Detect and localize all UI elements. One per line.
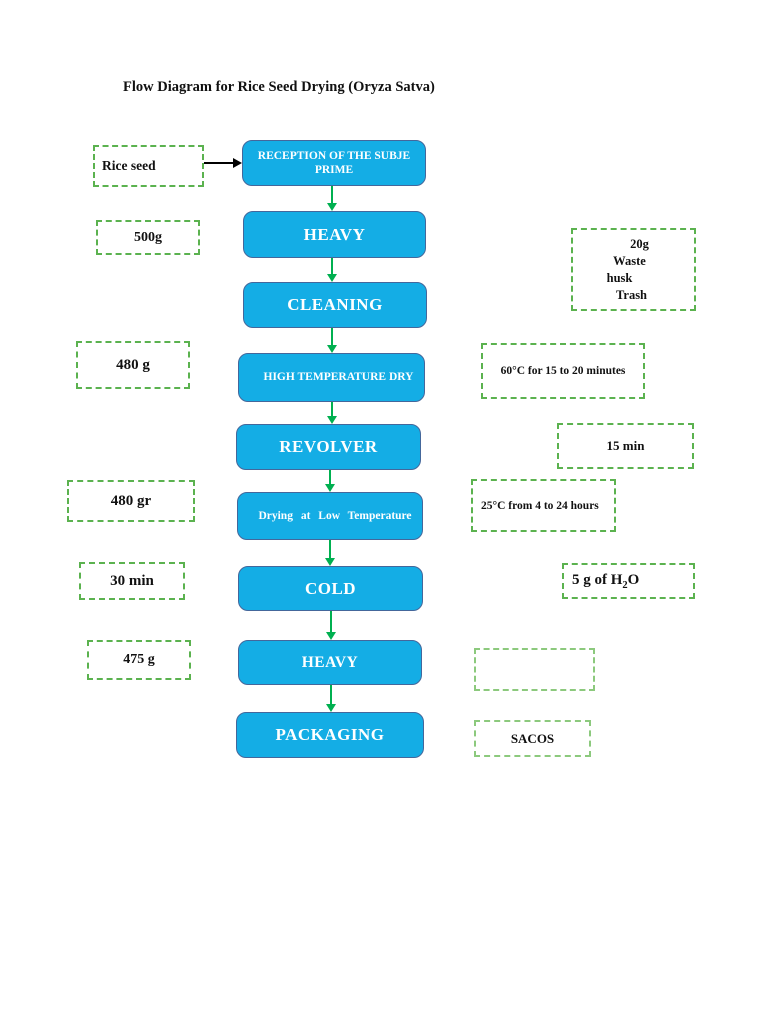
annotation-label: 25°C from 4 to 24 hours bbox=[481, 499, 599, 512]
annotation-label: 480 g bbox=[116, 356, 150, 373]
arrow-line bbox=[330, 611, 332, 632]
annotation-label: husk bbox=[606, 270, 633, 285]
annotation-empty-box bbox=[474, 648, 595, 691]
arrow-high-temp-to-revolver bbox=[327, 402, 337, 424]
annotation-25c: 25°C from 4 to 24 hours bbox=[471, 479, 616, 532]
annotation-480gr: 480 gr bbox=[67, 480, 195, 522]
annotation-475g: 475 g bbox=[87, 640, 191, 680]
annotation-label: 15 min bbox=[606, 438, 645, 453]
annotation-rice-seed: Rice seed bbox=[93, 145, 204, 187]
arrow-head-icon bbox=[326, 704, 336, 712]
arrow-head-icon bbox=[327, 274, 337, 282]
arrow-line bbox=[330, 685, 332, 704]
process-step-reception: RECEPTION OF THE SUBJE PRIME bbox=[242, 140, 426, 186]
arrow-revolver-to-low-temp bbox=[325, 470, 335, 492]
arrow-head-icon bbox=[327, 203, 337, 211]
process-step-heavy-2: HEAVY bbox=[238, 640, 422, 685]
annotation-480g: 480 g bbox=[76, 341, 190, 389]
annotation-label: 500g bbox=[134, 229, 162, 245]
annotation-waste-lines: 20g Waste husk Trash bbox=[573, 236, 694, 304]
arrow-line bbox=[331, 186, 333, 203]
process-step-high-temp-drying: HIGH TEMPERATURE DRY bbox=[238, 353, 425, 402]
annotation-label: Trash bbox=[615, 287, 648, 302]
arrow-head-icon bbox=[327, 416, 337, 424]
process-step-revolver: REVOLVER bbox=[236, 424, 421, 470]
process-step-label: HEAVY bbox=[303, 224, 366, 244]
arrow-head-icon bbox=[233, 158, 242, 168]
process-step-heavy-1: HEAVY bbox=[243, 211, 426, 258]
process-step-label: CLEANING bbox=[287, 295, 383, 315]
process-step-label: Drying at Low Temperature bbox=[258, 509, 412, 522]
annotation-label: Waste bbox=[613, 253, 646, 268]
arrow-line bbox=[331, 402, 333, 416]
arrow-head-icon bbox=[325, 558, 335, 566]
page-title: Flow Diagram for Rice Seed Drying (Oryza… bbox=[123, 79, 435, 95]
arrow-head-icon bbox=[327, 345, 337, 353]
annotation-15min: 15 min bbox=[557, 423, 694, 469]
annotation-h2o: 5 g of H2O bbox=[562, 563, 695, 599]
process-step-label: COLD bbox=[304, 578, 357, 598]
annotation-label: Rice seed bbox=[102, 158, 156, 173]
process-step-label: HEAVY bbox=[301, 653, 359, 671]
annotation-label: SACOS bbox=[510, 730, 555, 746]
annotation-label: 60°C for 15 to 20 minutes bbox=[500, 365, 626, 377]
arrow-heavy-to-packaging bbox=[326, 685, 336, 712]
process-step-low-temp-drying: Drying at Low Temperature bbox=[237, 492, 423, 540]
arrow-cold-to-heavy bbox=[326, 611, 336, 640]
process-step-label: HIGH TEMPERATURE DRY bbox=[263, 371, 414, 384]
arrow-head-icon bbox=[325, 484, 335, 492]
process-step-label: RECEPTION OF THE SUBJE bbox=[257, 149, 411, 162]
arrow-head-icon bbox=[326, 632, 336, 640]
arrow-line bbox=[329, 540, 331, 558]
process-step-packaging: PACKAGING bbox=[236, 712, 424, 758]
arrow-line bbox=[331, 328, 333, 345]
arrow-low-temp-to-cold bbox=[325, 540, 335, 566]
annotation-500g: 500g bbox=[96, 220, 200, 255]
annotation-label: 30 min bbox=[110, 572, 154, 589]
arrow-line bbox=[331, 258, 333, 274]
process-step-label: REVOLVER bbox=[279, 437, 378, 457]
process-step-cold: COLD bbox=[238, 566, 423, 611]
annotation-sacos: SACOS bbox=[474, 720, 591, 757]
annotation-waste: 20g Waste husk Trash bbox=[571, 228, 696, 311]
arrow-reception-to-heavy bbox=[327, 186, 337, 211]
arrow-cleaning-to-high-temp bbox=[327, 328, 337, 353]
process-step-label: PRIME bbox=[314, 164, 354, 176]
arrow-line bbox=[329, 470, 331, 484]
annotation-30min: 30 min bbox=[79, 562, 185, 600]
arrow-rice-seed-to-reception bbox=[204, 158, 242, 168]
arrow-line bbox=[204, 162, 233, 164]
annotation-60c: 60°C for 15 to 20 minutes bbox=[481, 343, 645, 399]
process-step-label: PACKAGING bbox=[275, 725, 385, 745]
annotation-label: 5 g of H2O bbox=[572, 571, 640, 591]
process-step-cleaning: CLEANING bbox=[243, 282, 427, 328]
arrow-heavy-to-cleaning bbox=[327, 258, 337, 282]
annotation-label: 480 gr bbox=[110, 492, 152, 509]
annotation-label: 20g bbox=[630, 236, 649, 251]
annotation-label: 475 g bbox=[123, 652, 155, 667]
